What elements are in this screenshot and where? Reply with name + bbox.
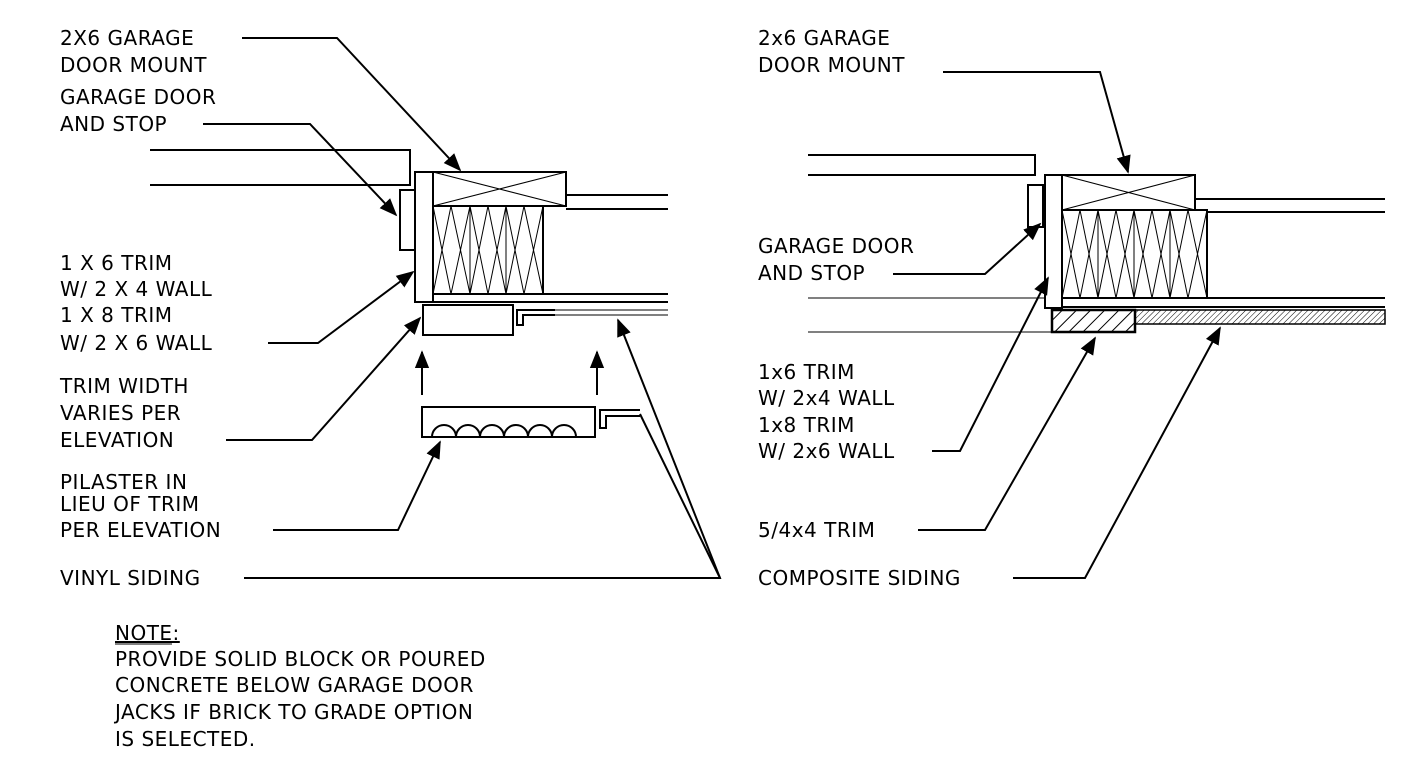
right-label-composite-siding: COMPOSITE SIDING (758, 566, 961, 590)
left-jamb-framing (414, 171, 668, 303)
right-leader-trim (932, 276, 1049, 452)
label-trim-line1: 1 X 6 TRIM (60, 251, 173, 275)
right-label-trim-line2: W/ 2x4 WALL (758, 386, 895, 410)
leader-trim (268, 270, 415, 344)
right-label-trim-line1: 1x6 TRIM (758, 360, 855, 384)
right-label-54-trim: 5/4x4 TRIM (758, 518, 875, 542)
label-door-stop-line2: AND STOP (60, 112, 167, 136)
label-vinyl-siding: VINYL SIDING (60, 566, 201, 590)
right-leader-door-stop (893, 222, 1042, 275)
note-title: NOTE: (115, 621, 180, 645)
label-trim-line2: W/ 2 X 4 WALL (60, 277, 213, 301)
label-trim-width-line1: TRIM WIDTH (59, 374, 189, 398)
right-label-door-stop-line1: GARAGE DOOR (758, 234, 914, 258)
right-leader-door-mount (943, 71, 1131, 174)
label-pilaster-line2: LIEU OF TRIM (60, 492, 200, 516)
right-jamb-framing (808, 174, 1385, 333)
right-label-door-stop-line2: AND STOP (758, 261, 865, 285)
right-label-trim-line4: W/ 2x6 WALL (758, 439, 895, 463)
right-door-panel (808, 154, 1044, 228)
label-door-mount-line1: 2X6 GARAGE (60, 26, 194, 50)
label-pilaster-line1: PILASTER IN (60, 470, 187, 494)
note-line3: JACKS IF BRICK TO GRADE OPTION (113, 700, 473, 724)
label-pilaster-line3: PER ELEVATION (60, 518, 221, 542)
right-label-door-mount-line1: 2x6 GARAGE (758, 26, 890, 50)
note-line2: CONCRETE BELOW GARAGE DOOR (115, 673, 474, 697)
right-leader-composite-siding (1013, 326, 1221, 579)
leader-pilaster (273, 440, 441, 531)
right-label-door-mount-line2: DOOR MOUNT (758, 53, 905, 77)
leader-door-mount (242, 37, 462, 172)
label-trim-width-line3: ELEVATION (60, 428, 174, 452)
left-pilaster (414, 350, 640, 438)
label-door-stop-line1: GARAGE DOOR (60, 85, 216, 109)
label-trim-line4: W/ 2 X 6 WALL (60, 331, 213, 355)
right-leader-54-trim (918, 336, 1096, 531)
right-detail: 2x6 GARAGE DOOR MOUNT GARAGE DOOR AND ST… (758, 26, 1386, 590)
leader-vinyl-siding (244, 318, 722, 579)
leader-trim-width (226, 316, 422, 441)
label-trim-width-line2: VARIES PER (60, 401, 181, 425)
label-door-mount-line2: DOOR MOUNT (60, 53, 207, 77)
left-trim (422, 304, 668, 336)
right-label-trim-line3: 1x8 TRIM (758, 413, 855, 437)
left-detail: 2X6 GARAGE DOOR MOUNT GARAGE DOOR AND ST… (59, 26, 722, 751)
note-line4: IS SELECTED. (115, 727, 256, 751)
left-door-panel (150, 149, 416, 251)
right-trim (1050, 308, 1386, 334)
leader-door-stop (203, 123, 398, 217)
note-line1: PROVIDE SOLID BLOCK OR POURED (115, 647, 486, 671)
label-trim-line3: 1 X 8 TRIM (60, 303, 173, 327)
